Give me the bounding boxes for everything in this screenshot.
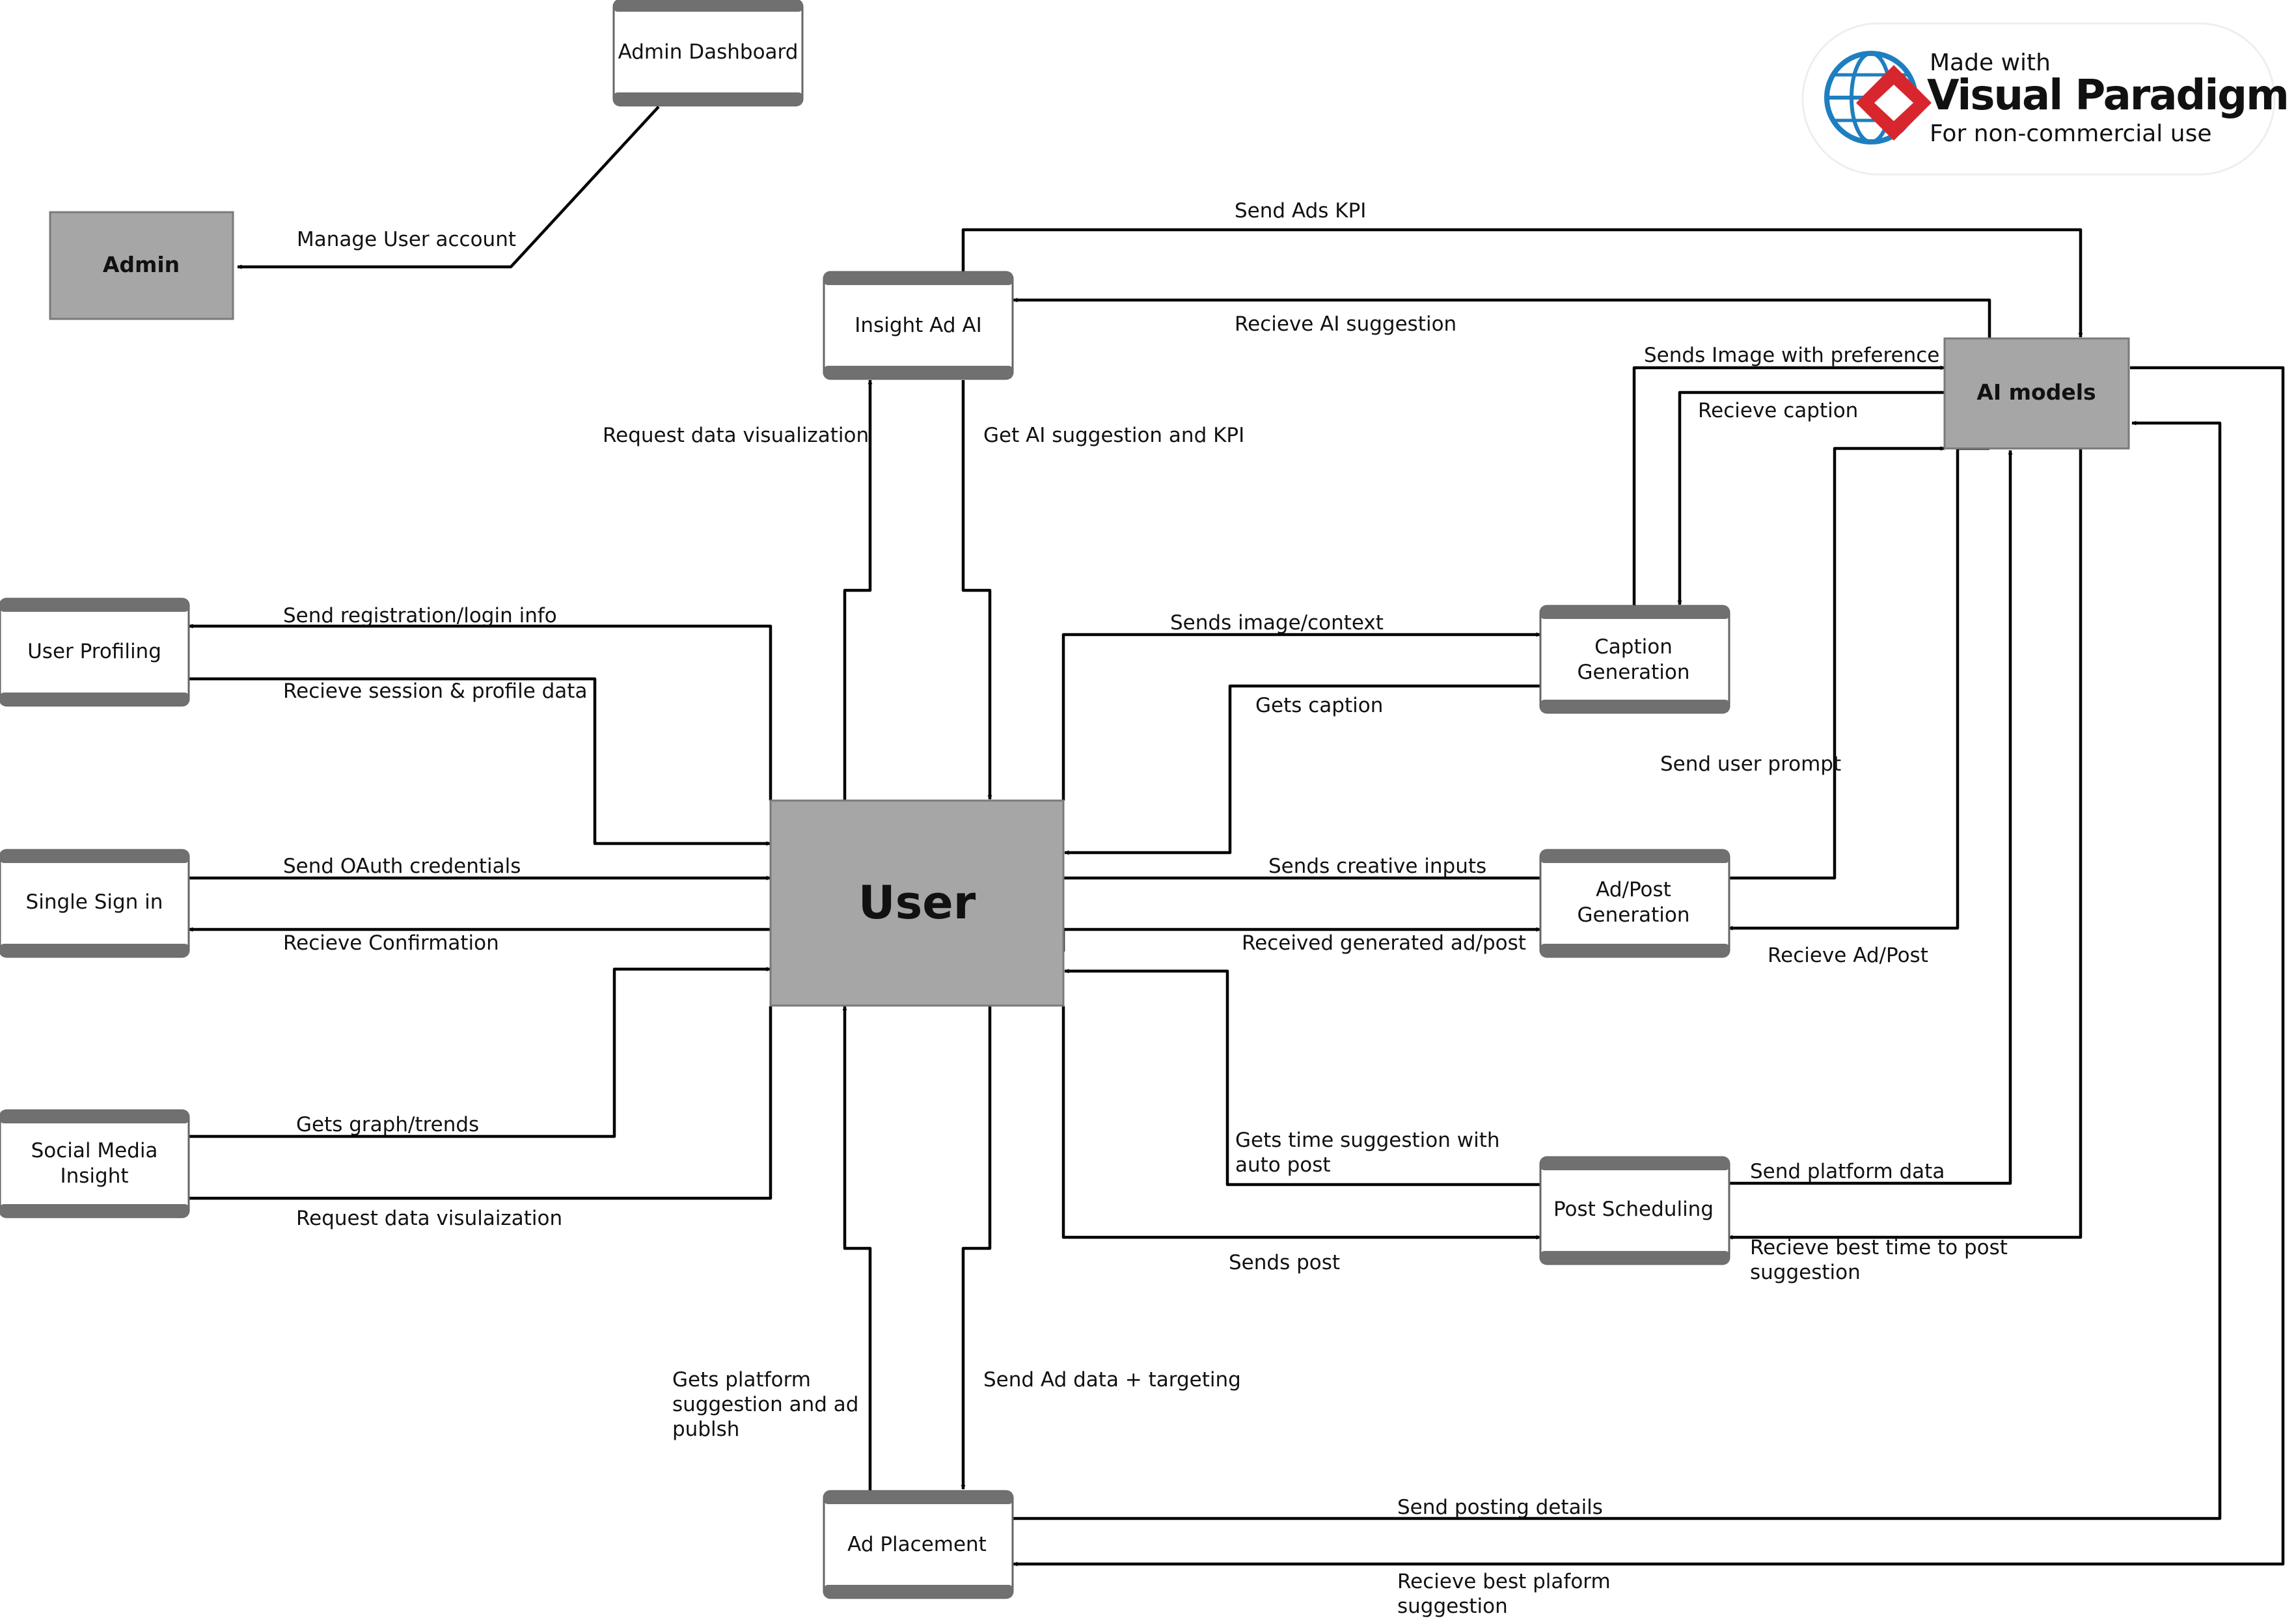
label-gets-platform-suggestion-1: Gets platform [672,1368,811,1392]
label-recieve-best-time-2: suggestion [1750,1261,1861,1284]
flow-gets-platform-suggestion [842,1006,872,1492]
flow-gets-time-suggestion [1064,968,1540,1187]
label-send-platform-data: Send platform data [1750,1160,1945,1183]
label-recieve-session-profile-data: Recieve session & profile data [283,680,587,703]
label-recieve-best-time-1: Recieve best time to post [1750,1236,2008,1259]
process-user-profiling: User Profiling [0,597,190,707]
flow-recieve-session-profile-data [189,677,771,846]
label-recieve-best-plaform-2: suggestion [1397,1595,1508,1618]
flow-sends-post [1061,1006,1541,1240]
watermark-made-with: Made with [1930,49,2051,76]
flow-recieve-best-plaform [1013,366,2285,1567]
label-recieve-caption: Recieve caption [1698,399,1858,422]
label-sends-creative-inputs: Sends creative inputs [1268,855,1486,878]
label-gets-time-suggestion-2: auto post [1235,1153,1331,1177]
process-ad-post-generation: Ad/Post Generation [1539,849,1730,958]
flow-request-data-visulaization [184,1006,772,1200]
process-ad-post-generation-label-2: Generation [1578,903,1690,927]
label-sends-image-context: Sends image/context [1170,611,1384,635]
process-user-profiling-label: User Profiling [27,640,161,663]
process-insight-ad-ai-label: Insight Ad AI [854,314,981,337]
entity-admin: Admin [49,211,234,320]
label-gets-time-suggestion-1: Gets time suggestion with [1235,1129,1500,1152]
label-recieve-best-plaform-1: Recieve best plaform [1397,1570,1611,1593]
process-single-sign-in-label: Single Sign in [26,890,163,914]
flow-recieve-best-time [1728,448,2083,1240]
flow-labels: Manage User account Send Ads KPI Recieve… [283,199,2008,1618]
process-ad-post-generation-label-1: Ad/Post [1596,878,1671,901]
flow-send-registration-login-info [188,624,772,801]
label-send-ad-data-targeting: Send Ad data + targeting [983,1368,1241,1392]
flow-lines [184,105,2285,1567]
flow-get-ai-suggestion-and-kpi [961,380,992,800]
label-recieve-ad-post: Recieve Ad/Post [1768,944,1928,967]
flow-recieve-confirmation [188,927,772,932]
flow-sends-image-with-preference [1632,365,1945,606]
label-send-registration-login-info: Send registration/login info [283,604,557,627]
entity-admin-label: Admin [103,252,180,277]
label-received-generated-ad-post: Received generated ad/post [1242,931,1526,955]
process-caption-generation: Caption Generation [1539,605,1730,714]
process-ad-placement: Ad Placement [823,1490,1014,1599]
process-admin-dashboard-label: Admin Dashboard [618,40,799,64]
entity-user: User [769,799,1065,1007]
flow-send-ad-data-targeting [961,1006,992,1490]
label-send-oauth-credentials: Send OAuth credentials [283,855,521,878]
label-request-data-visualization: Request data visualization [603,424,869,447]
flow-manage-user-account [237,105,660,269]
process-post-scheduling: Post Scheduling [1539,1156,1730,1265]
label-request-data-visulaization: Request data visulaization [296,1207,562,1230]
label-gets-graph-trends: Gets graph/trends [296,1113,479,1136]
flow-send-posting-details [1013,420,2222,1520]
flow-recieve-caption [1677,391,1945,605]
flow-recieve-ai-suggestion [1013,297,1991,338]
process-ad-placement-label: Ad Placement [847,1533,987,1556]
label-send-user-prompt: Send user prompt [1660,752,1841,776]
paradigm-diamond-icon [1856,65,1932,141]
label-recieve-confirmation: Recieve Confirmation [283,931,499,955]
flow-send-platform-data [1727,450,2013,1185]
flow-gets-graph-trends [189,967,771,1138]
process-post-scheduling-label: Post Scheduling [1553,1198,1714,1221]
visual-paradigm-watermark: Made with Visual Paradigm For non-commer… [1801,22,2289,176]
entity-ai-models-label: AI models [1976,379,2096,405]
process-social-media-insight: Social Media Insight [0,1109,190,1218]
process-single-sign-in: Single Sign in [0,849,190,958]
process-social-media-insight-label-2: Insight [60,1164,128,1188]
process-insight-ad-ai: Insight Ad AI [823,271,1014,380]
label-send-posting-details: Send posting details [1397,1496,1603,1519]
process-caption-generation-label-2: Generation [1578,661,1690,684]
label-gets-platform-suggestion-3: publsh [672,1418,739,1441]
watermark-note: For non-commercial use [1930,120,2211,147]
flow-recieve-ad-post [1728,446,1989,931]
label-gets-platform-suggestion-2: suggestion and ad [672,1393,858,1416]
flow-send-user-prompt [1727,446,1945,880]
label-recieve-ai-suggestion: Recieve AI suggestion [1235,312,1456,336]
label-send-ads-kpi: Send Ads KPI [1235,199,1366,223]
entity-user-label: User [858,876,976,929]
flow-gets-caption [1064,684,1540,855]
label-sends-image-with-preference: Sends Image with preference [1644,344,1939,367]
watermark-brand: Visual Paradigm [1927,72,2288,120]
flow-send-ads-kpi [961,228,2083,338]
label-manage-user-account: Manage User account [297,228,516,251]
label-get-ai-suggestion-and-kpi: Get AI suggestion and KPI [983,424,1244,447]
flow-sends-image-context [1061,632,1541,801]
entity-ai-models: AI models [1943,337,2130,450]
flow-request-data-visualization [843,379,873,801]
process-admin-dashboard: Admin Dashboard [612,0,804,107]
process-social-media-insight-label-1: Social Media [31,1139,158,1162]
label-gets-caption: Gets caption [1255,694,1383,717]
process-caption-generation-label-1: Caption [1594,635,1673,659]
label-sends-post: Sends post [1229,1251,1340,1274]
